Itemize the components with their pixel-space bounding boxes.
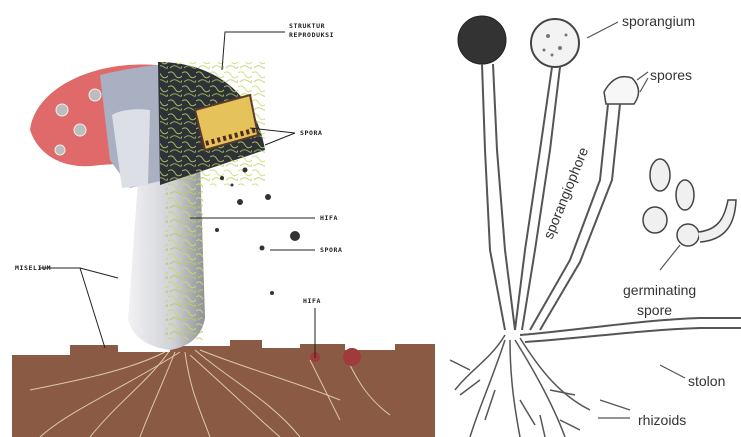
label-hifa-low: HIFA — [303, 297, 321, 305]
label-spora-top: SPORA — [300, 129, 323, 137]
sporangium-dark — [458, 16, 506, 64]
label-rhizoids: rhizoids — [638, 412, 686, 428]
germinating-spore-large — [343, 348, 361, 366]
germ-tube — [698, 200, 736, 242]
sporangium-light — [531, 19, 579, 67]
germinating-spores — [643, 159, 699, 246]
falling-spores — [215, 168, 300, 296]
label-germinating-spore: spore — [637, 302, 672, 318]
label-struktur-reproduksi: STRUKTUR — [289, 22, 325, 30]
label-spores: spores — [650, 67, 692, 83]
cap-gills-inner — [112, 109, 150, 188]
label-germinating: germinating — [623, 282, 696, 298]
label-struktur-reproduksi-2: REPRODUKSI — [289, 31, 334, 39]
stalk-hyphae — [165, 160, 203, 340]
label-spora-mid: SPORA — [320, 246, 343, 254]
soil-layer — [12, 340, 435, 437]
label-hifa-mid: HIFA — [320, 214, 338, 222]
sporangium-burst — [604, 77, 639, 104]
rhizopus-diagram: sporangium spores sporangiophore germina… — [450, 13, 741, 437]
sporangiophores — [482, 64, 741, 342]
rhizoids — [450, 335, 590, 437]
label-sporangium: sporangium — [622, 13, 695, 29]
label-miselium: MISELIUM — [15, 264, 51, 272]
label-stolon: stolon — [688, 373, 725, 389]
